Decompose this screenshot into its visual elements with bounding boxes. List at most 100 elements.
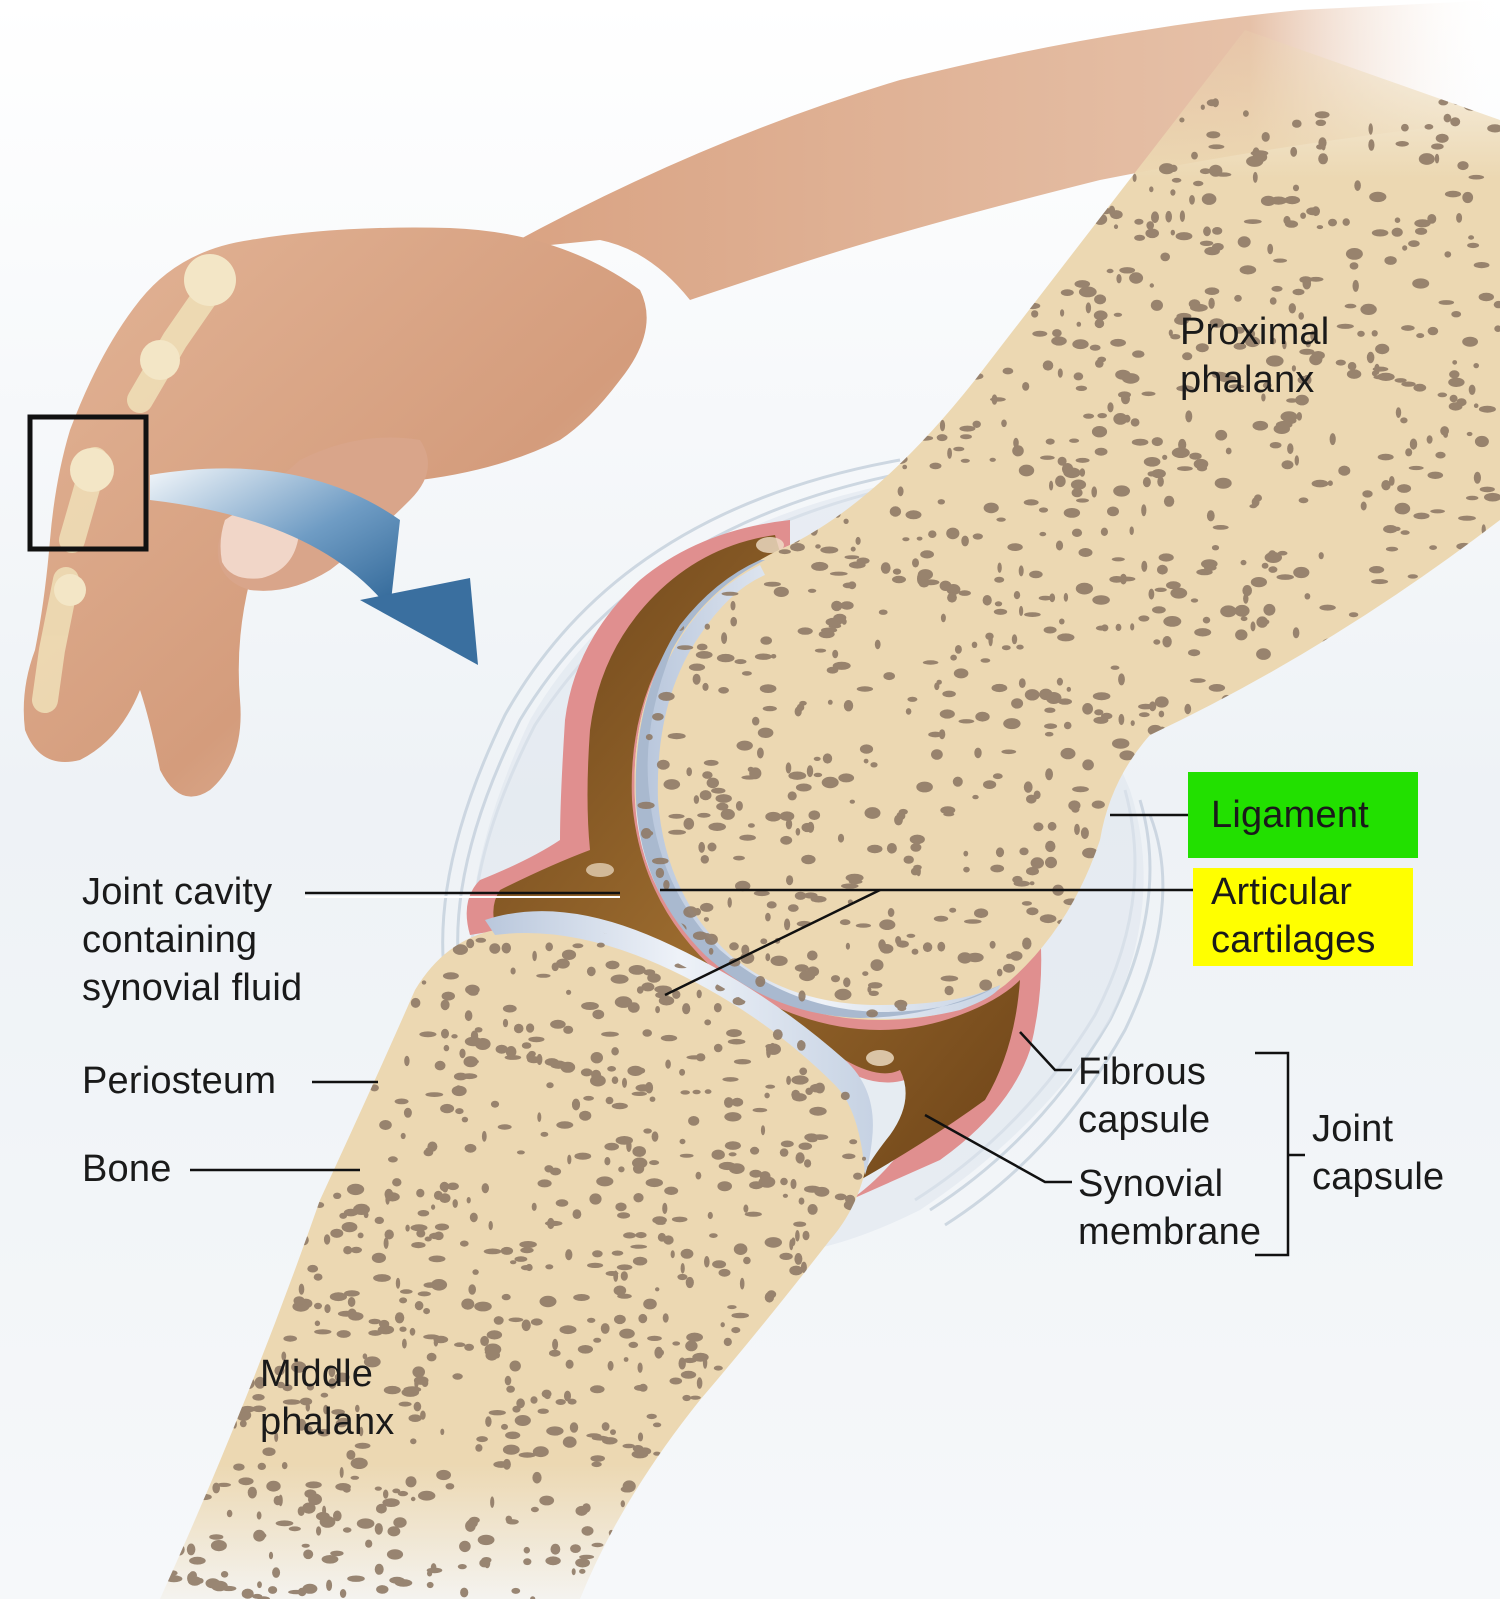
- spongy-bone-pore: [493, 1461, 510, 1468]
- spongy-bone-pore: [591, 1069, 602, 1081]
- spongy-bone-pore: [1149, 186, 1154, 193]
- spongy-bone-pore: [749, 1169, 762, 1178]
- spongy-bone-pore: [1468, 384, 1476, 395]
- spongy-bone-pore: [333, 1192, 342, 1200]
- spongy-bone-pore: [504, 1375, 512, 1386]
- spongy-bone-pore: [906, 933, 916, 938]
- spongy-bone-pore: [1468, 235, 1475, 240]
- spongy-bone-pore: [870, 762, 878, 768]
- spongy-bone-pore: [374, 1563, 384, 1575]
- spongy-bone-pore: [943, 812, 955, 817]
- spongy-bone-pore: [226, 1509, 233, 1518]
- spongy-bone-pore: [692, 931, 708, 940]
- spongy-bone-pore: [1468, 174, 1485, 180]
- spongy-bone-pore: [620, 1486, 634, 1493]
- spongy-bone-pore: [786, 875, 794, 886]
- spongy-bone-pore: [912, 558, 919, 568]
- spongy-bone-pore: [505, 1046, 517, 1058]
- spongy-bone-pore: [949, 907, 957, 913]
- spongy-bone-pore: [811, 1134, 829, 1140]
- spongy-bone-pore: [417, 1210, 430, 1217]
- spongy-bone-pore: [1431, 143, 1444, 150]
- spongy-bone-pore: [1141, 560, 1148, 572]
- spongy-bone-pore: [1199, 240, 1214, 246]
- spongy-bone-pore: [1448, 402, 1463, 411]
- spongy-bone-pore: [623, 1232, 636, 1239]
- spongy-bone-pore: [1042, 360, 1054, 371]
- spongy-bone-pore: [692, 673, 701, 685]
- spongy-bone-pore: [1092, 595, 1110, 605]
- spongy-bone-pore: [1225, 447, 1232, 455]
- spongy-bone-pore: [1138, 712, 1150, 718]
- spongy-bone-pore: [464, 1010, 473, 1022]
- spongy-bone-pore: [1057, 456, 1067, 466]
- spongy-bone-pore: [928, 530, 937, 538]
- spongy-bone-pore: [713, 1365, 723, 1371]
- spongy-bone-pore: [480, 1335, 489, 1347]
- spongy-bone-pore: [591, 1435, 610, 1441]
- spongy-bone-pore: [615, 1202, 627, 1212]
- spongy-bone-pore: [1286, 398, 1298, 403]
- spongy-bone-pore: [1110, 338, 1126, 347]
- spongy-bone-pore: [537, 1408, 549, 1414]
- spongy-bone-pore: [712, 1260, 727, 1269]
- spongy-bone-pore: [671, 1216, 688, 1223]
- spongy-bone-pore: [797, 1040, 806, 1051]
- spongy-bone-pore: [879, 919, 896, 930]
- spongy-bone-pore: [708, 822, 726, 831]
- spongy-bone-pore: [1280, 411, 1298, 422]
- spongy-bone-pore: [274, 1432, 279, 1443]
- label-middle-phalanx-line2: phalanx: [260, 1401, 395, 1443]
- spongy-bone-pore: [735, 880, 751, 892]
- spongy-bone-pore: [747, 823, 755, 828]
- spongy-bone-pore: [382, 1498, 400, 1507]
- spongy-bone-pore: [476, 1436, 488, 1443]
- spongy-bone-pore: [1449, 370, 1460, 379]
- spongy-bone-pore: [384, 1229, 394, 1240]
- spongy-bone-pore: [1092, 692, 1111, 701]
- spongy-bone-pore: [1371, 370, 1378, 377]
- spongy-bone-pore: [1094, 318, 1105, 329]
- spongy-bone-pore: [643, 1298, 657, 1310]
- spongy-bone-pore: [641, 828, 652, 839]
- spongy-bone-pore: [1424, 124, 1434, 130]
- spongy-bone-pore: [1168, 329, 1173, 337]
- spongy-bone-pore: [467, 1518, 478, 1528]
- spongy-bone-pore: [770, 654, 777, 659]
- spongy-bone-pore: [331, 1409, 345, 1415]
- spongy-bone-pore: [1141, 391, 1156, 397]
- spongy-bone-pore: [1082, 703, 1093, 715]
- spongy-bone-pore: [326, 1579, 333, 1592]
- spongy-bone-pore: [1113, 224, 1119, 229]
- spongy-bone-pore: [903, 855, 914, 864]
- spongy-bone-pore: [1462, 336, 1478, 347]
- spongy-bone-pore: [297, 1587, 307, 1597]
- spongy-bone-pore: [613, 1285, 627, 1296]
- spongy-bone-pore: [610, 1429, 616, 1435]
- spongy-bone-pore: [532, 950, 537, 962]
- spongy-bone-pore: [410, 1496, 416, 1502]
- spongy-bone-pore: [950, 654, 957, 661]
- spongy-bone-pore: [864, 807, 881, 819]
- spongy-bone-pore: [1435, 451, 1446, 459]
- spongy-bone-pore: [1093, 310, 1108, 321]
- spongy-bone-pore: [936, 679, 942, 685]
- spongy-bone-pore: [1130, 418, 1140, 427]
- spongy-bone-pore: [1171, 177, 1182, 183]
- spongy-bone-pore: [680, 1263, 685, 1274]
- spongy-bone-pore: [791, 1237, 796, 1246]
- spongy-bone-pore: [905, 510, 922, 520]
- spongy-bone-pore: [740, 952, 755, 964]
- spongy-bone-pore: [1024, 612, 1041, 617]
- spongy-bone-pore: [539, 1295, 557, 1308]
- spongy-bone-pore: [1270, 337, 1277, 345]
- spongy-bone-pore: [680, 1248, 694, 1259]
- spongy-bone-pore: [622, 1077, 627, 1088]
- spongy-bone-pore: [328, 1366, 336, 1378]
- spongy-bone-pore: [765, 953, 771, 962]
- spongy-bone-pore: [485, 1416, 492, 1427]
- spongy-bone-pore: [1095, 359, 1104, 368]
- spongy-bone-pore: [789, 1265, 803, 1276]
- spongy-bone-pore: [1360, 501, 1367, 511]
- spongy-bone-pore: [527, 1056, 541, 1064]
